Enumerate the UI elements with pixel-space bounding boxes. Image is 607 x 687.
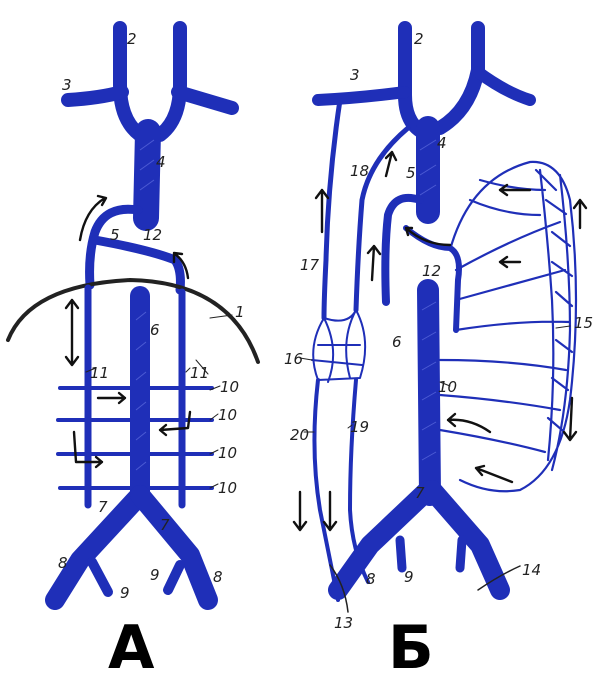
- a-right-brachiocephalic-vein: [153, 21, 187, 142]
- b-arrow-azygos-in: [404, 226, 452, 247]
- a-superior-vena-cava: [133, 119, 161, 231]
- a-arrow-lumbar-right: [96, 391, 127, 405]
- a-label-8-left: 8: [58, 554, 68, 572]
- a-label-3: 3: [62, 76, 72, 94]
- b-label-12: 12: [422, 262, 441, 280]
- a-right-common-iliac-vein: [130, 485, 218, 610]
- b-inferior-vena-cava: [417, 279, 441, 506]
- a-label-10-d: 10: [218, 479, 237, 497]
- a-label-10-a: 10: [220, 378, 239, 396]
- b-lateral-thoracic-vein: [321, 97, 343, 321]
- a-diaphragm: [6, 278, 260, 364]
- a-azygos-arch: [85, 204, 143, 290]
- a-right-subclavian-vein: [171, 85, 239, 115]
- a-label-5: 5: [110, 226, 120, 244]
- a-left-internal-iliac-vein: [87, 557, 113, 597]
- b-label-5: 5: [406, 164, 416, 182]
- b-arrow-right-up: [572, 198, 588, 230]
- b-arrow-lower-plexus: [474, 464, 514, 484]
- b-vertebral-plexus: [438, 160, 578, 493]
- b-internal-thoracic-vein: [353, 125, 411, 313]
- b-label-leaders: [299, 325, 571, 433]
- b-label-8: 8: [366, 570, 376, 588]
- b-arrow-thoracic-up: [366, 244, 382, 282]
- a-arrow-hemiazygos-up: [172, 251, 190, 280]
- b-arrow-lateral-up: [314, 188, 330, 234]
- b-label-15: 15: [574, 314, 593, 332]
- a-arrow-azygos-up: [78, 194, 108, 242]
- b-label-10: 10: [438, 378, 457, 396]
- a-label-7-right: 7: [160, 516, 170, 534]
- panel-a-title: А: [108, 613, 155, 683]
- panel-b-title: Б: [388, 613, 434, 683]
- a-label-2: 2: [127, 30, 137, 48]
- b-arrow-svc-up: [384, 150, 398, 178]
- a-label-4: 4: [156, 153, 166, 171]
- b-label-18: 18: [350, 162, 369, 180]
- b-label-17: 17: [300, 256, 320, 274]
- a-left-common-iliac-vein: [45, 485, 150, 610]
- panel-a: 2 3 4 5 12 1 6 11 11 10 10 10 10 7 7 8 9…: [6, 21, 260, 683]
- b-label-9: 9: [404, 568, 414, 586]
- a-vessel-hatching: [135, 139, 155, 471]
- panel-b: 2 3 4 5 18 17 12 15 6 16 10 20 19 7 8 9 …: [284, 21, 593, 683]
- b-right-common-iliac-vein: [422, 480, 510, 600]
- a-arrow-lumbar-lower: [72, 430, 104, 469]
- b-arrow-ivc-in: [446, 412, 492, 434]
- a-label-10-c: 10: [218, 444, 237, 462]
- a-label-6: 6: [150, 321, 160, 339]
- b-inferior-epigastric-line-right: [477, 565, 521, 591]
- b-label-20: 20: [290, 426, 309, 444]
- a-arrow-double-lumbar: [64, 298, 80, 367]
- b-arrow-plexus-top: [498, 183, 532, 197]
- b-label-7: 7: [415, 484, 425, 502]
- a-arrow-lumbar-left: [158, 410, 192, 437]
- b-arrow-right-down: [562, 396, 578, 442]
- a-label-8-right: 8: [213, 568, 223, 586]
- b-label-2: 2: [414, 30, 424, 48]
- b-left-subclavian-vein: [312, 86, 411, 106]
- b-right-internal-iliac-vein: [455, 535, 467, 573]
- b-arrow-epigastric-down-2: [322, 490, 338, 532]
- b-left-internal-iliac-vein: [395, 535, 407, 573]
- a-label-11-left: 11: [90, 364, 109, 382]
- a-label-11-right: 11: [190, 364, 209, 382]
- b-label-13: 13: [334, 614, 353, 632]
- b-plexus-network: [311, 309, 367, 383]
- b-thoracoepigastric-vein: [312, 378, 340, 602]
- a-label-12: 12: [143, 226, 162, 244]
- a-label-9-right: 9: [150, 566, 160, 584]
- a-label-10-b: 10: [218, 406, 237, 424]
- b-azygos-arch: [381, 193, 424, 306]
- a-right-internal-iliac-vein: [163, 560, 185, 595]
- b-vessel-hatching: [419, 139, 437, 461]
- b-label-4: 4: [437, 134, 447, 152]
- b-label-3: 3: [350, 66, 360, 84]
- a-label-1: 1: [235, 303, 245, 321]
- b-right-subclavian-vein: [472, 66, 536, 106]
- b-arrow-plexus-mid: [498, 255, 522, 269]
- a-label-7-left: 7: [98, 498, 108, 516]
- b-label-19: 19: [350, 418, 369, 436]
- a-label-9-left: 9: [120, 584, 130, 602]
- a-left-subclavian-vein: [61, 85, 129, 107]
- b-label-16: 16: [284, 350, 303, 368]
- b-arrow-epigastric-down-1: [292, 490, 308, 532]
- b-label-6: 6: [392, 333, 402, 351]
- a-label-leaders: [85, 314, 233, 489]
- b-left-common-iliac-vein: [328, 480, 438, 600]
- b-inferior-epigastric-line-left: [329, 564, 349, 613]
- b-label-14: 14: [522, 561, 541, 579]
- b-right-brachiocephalic-vein: [433, 21, 485, 135]
